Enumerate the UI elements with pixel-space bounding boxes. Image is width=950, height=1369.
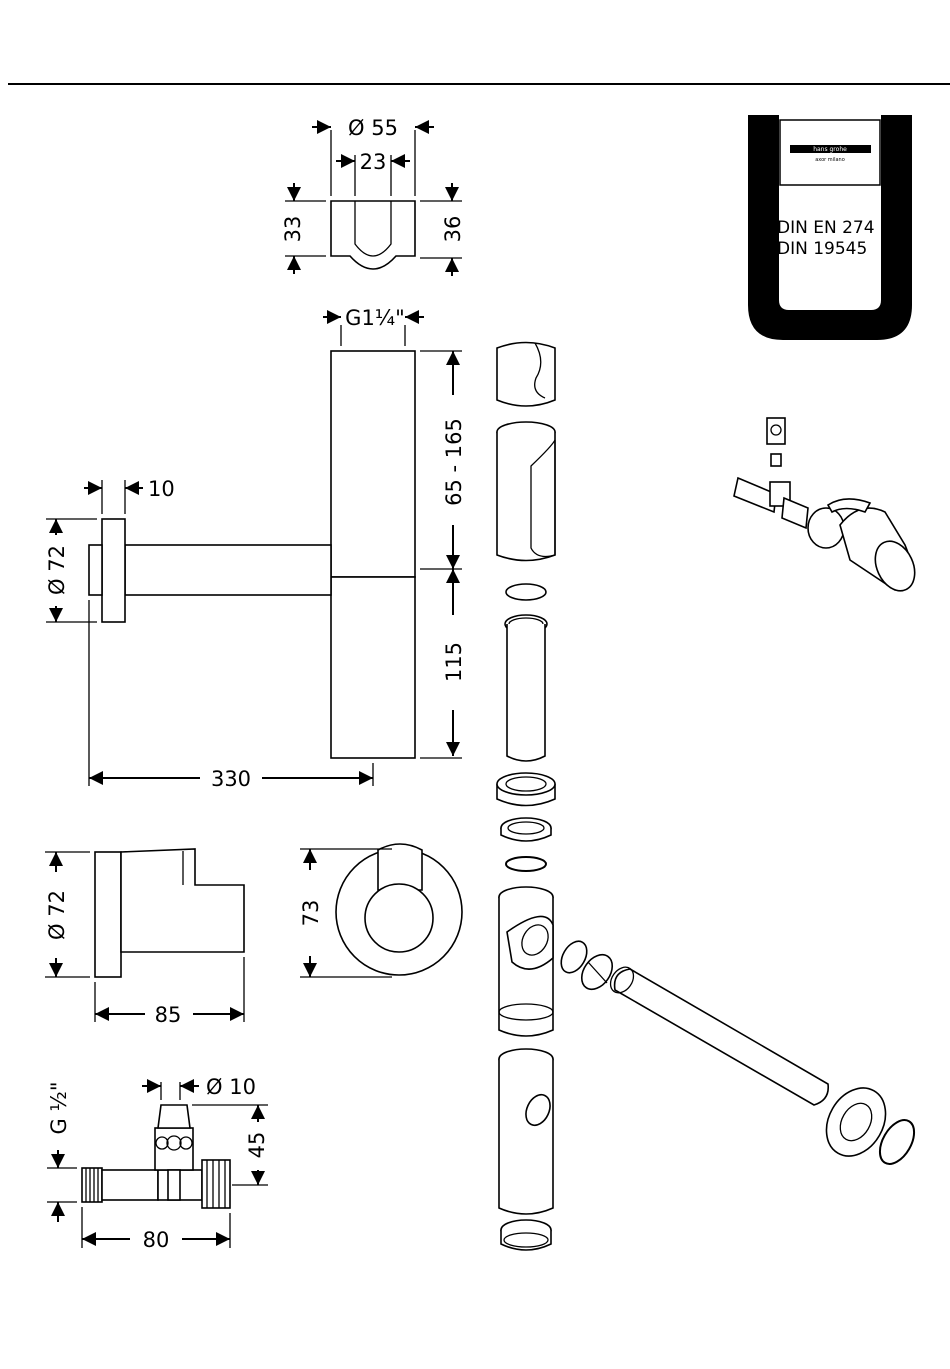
- side-view: [46, 317, 462, 786]
- lower-height-label: 115: [442, 642, 466, 682]
- angle-valve-view: [47, 1082, 268, 1248]
- thread-label: G1¼": [345, 306, 405, 330]
- cert-brand-text: hans grohe: [813, 146, 847, 153]
- valve-outlet-label: Ø 10: [206, 1075, 256, 1099]
- valve-isometric: [734, 418, 922, 597]
- valve-length-label: 80: [143, 1228, 170, 1252]
- cert-sub-text: axor milano: [815, 157, 845, 163]
- front-view: [300, 844, 462, 977]
- valve-height-label: 45: [245, 1132, 269, 1159]
- top-left-height-label: 33: [281, 216, 305, 243]
- top-outer-diameter-label: Ø 55: [348, 116, 398, 140]
- flange-diameter-label: Ø 72: [45, 545, 69, 595]
- valve-thread-label: G ½": [47, 1082, 71, 1135]
- cert-din-1: DIN EN 274: [777, 218, 875, 238]
- height-adjust-label: 65 - 165: [442, 418, 466, 506]
- exploded-view: [497, 343, 921, 1251]
- cert-din-2: DIN 19545: [777, 239, 867, 259]
- flange-thickness-label: 10: [148, 477, 175, 501]
- rosette-depth-label: 85: [155, 1003, 182, 1027]
- rosette-diameter-label: Ø 72: [45, 890, 69, 940]
- rosette-side-view: [45, 849, 244, 1022]
- front-height-label: 73: [299, 900, 323, 927]
- top-right-height-label: 36: [441, 216, 465, 243]
- certification-badge: hans grohe axor milano DIN EN 274 DIN 19…: [748, 115, 912, 340]
- top-inner-width-label: 23: [360, 150, 387, 174]
- projection-label: 330: [211, 767, 251, 791]
